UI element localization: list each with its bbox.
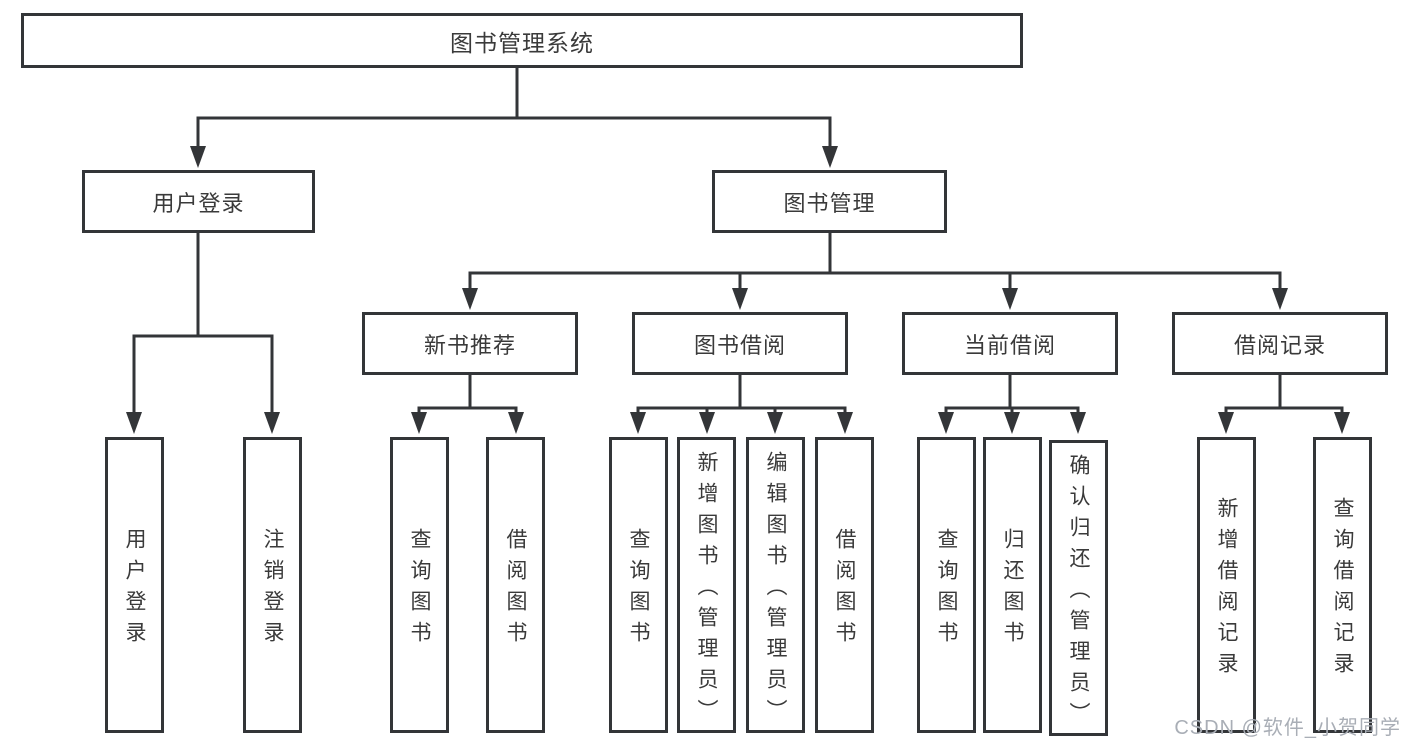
- connector-book-borrow-to-leaves: [630, 373, 853, 434]
- connector-book-mgmt-to-level3: [462, 231, 1288, 310]
- leaf-label: 用户登录: [123, 528, 146, 652]
- connector-current-borrow-to-leaves: [938, 373, 1086, 434]
- node-book-borrow: 图书借阅: [632, 312, 848, 375]
- leaf-label: 注销登录: [261, 528, 284, 652]
- leaf-query-books-recommend: 查询图书: [390, 437, 449, 733]
- leaf-query-books-current: 查询图书: [917, 437, 976, 733]
- leaf-label: 查询图书: [408, 528, 431, 652]
- node-borrow-record: 借阅记录: [1172, 312, 1388, 375]
- leaf-label: 编辑图书（管理员）: [764, 450, 787, 730]
- leaf-label: 确认归还（管理员）: [1067, 453, 1090, 733]
- node-library-mgmt-system: 图书管理系统: [21, 13, 1023, 68]
- leaf-user-login: 用户登录: [105, 437, 164, 733]
- node-current-borrow: 当前借阅: [902, 312, 1118, 375]
- leaf-label: 查询图书: [627, 528, 650, 652]
- leaf-label: 新增图书（管理员）: [695, 450, 718, 730]
- connector-root-to-level2: [190, 66, 838, 168]
- leaf-label: 查询借阅记录: [1331, 497, 1354, 683]
- node-user-login: 用户登录: [82, 170, 315, 233]
- leaf-return-books: 归还图书: [983, 437, 1042, 733]
- leaf-label: 归还图书: [1001, 528, 1024, 652]
- node-book-mgmt: 图书管理: [712, 170, 947, 233]
- connector-user-login-to-leaves: [126, 231, 280, 434]
- leaf-edit-books-admin: 编辑图书（管理员）: [746, 437, 805, 733]
- csdn-watermark: CSDN @软件_小贺同学: [1174, 717, 1401, 739]
- connector-new-book-recommend-to-leaves: [411, 373, 524, 434]
- leaf-add-books-admin: 新增图书（管理员）: [677, 437, 736, 733]
- leaf-query-borrow-record: 查询借阅记录: [1313, 437, 1372, 733]
- leaf-label: 新增借阅记录: [1215, 497, 1238, 683]
- leaf-add-borrow-record: 新增借阅记录: [1197, 437, 1256, 733]
- node-new-book-recommend: 新书推荐: [362, 312, 578, 375]
- leaf-logout: 注销登录: [243, 437, 302, 733]
- leaf-label: 借阅图书: [833, 528, 856, 652]
- leaf-query-books-borrow: 查询图书: [609, 437, 668, 733]
- connector-borrow-record-to-leaves: [1218, 373, 1350, 434]
- leaf-borrow-books: 借阅图书: [815, 437, 874, 733]
- leaf-confirm-return-admin: 确认归还（管理员）: [1049, 440, 1108, 736]
- leaf-borrow-books-recommend: 借阅图书: [486, 437, 545, 733]
- leaf-label: 查询图书: [935, 528, 958, 652]
- leaf-label: 借阅图书: [504, 528, 527, 652]
